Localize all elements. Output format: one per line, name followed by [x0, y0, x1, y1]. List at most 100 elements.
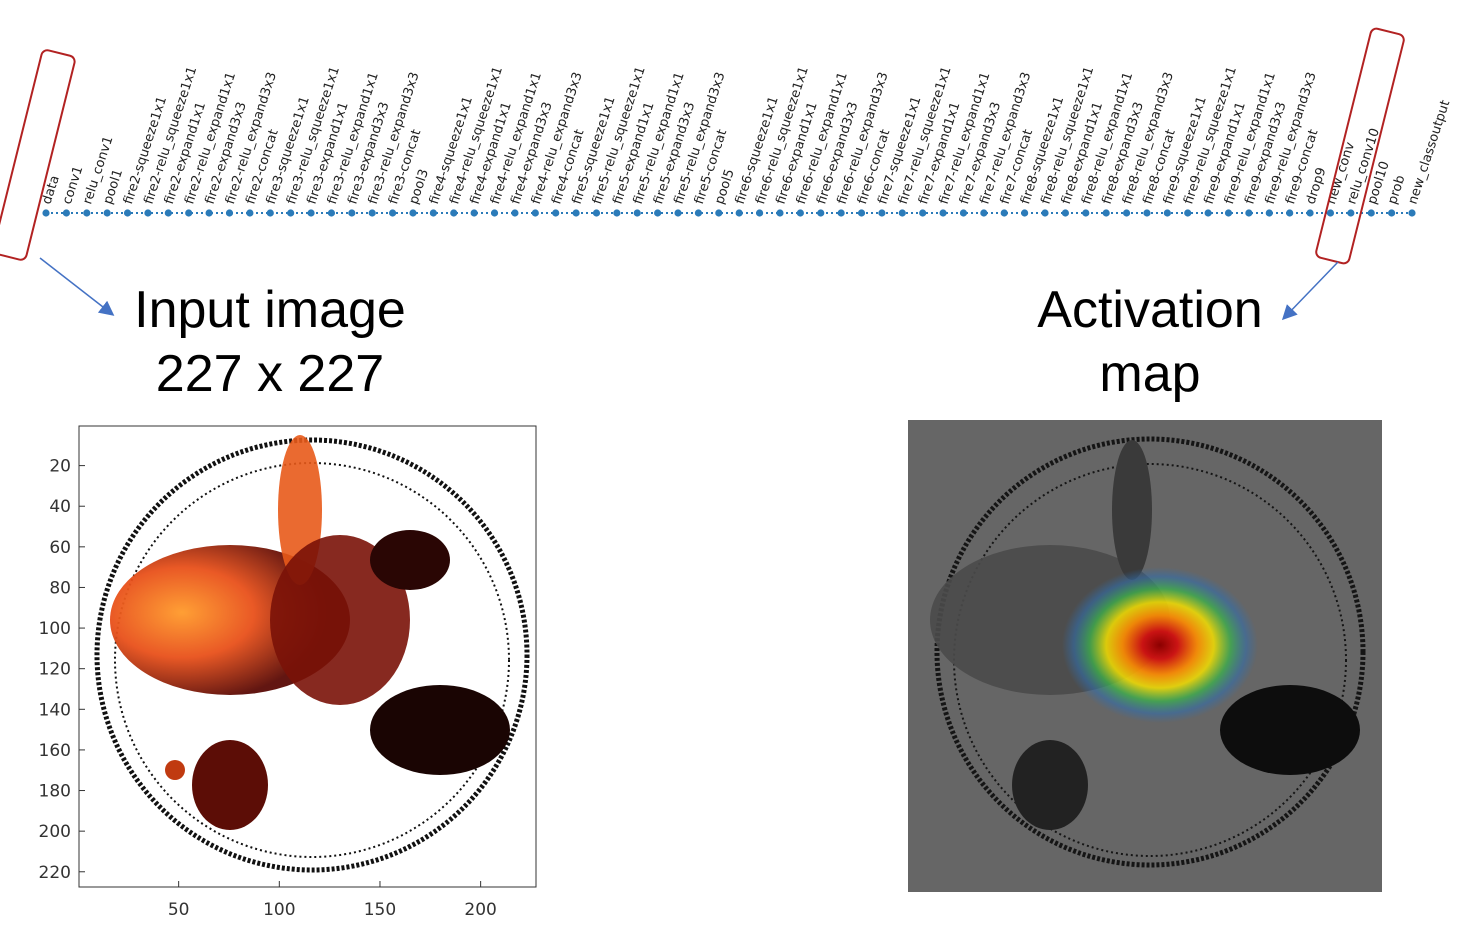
activation-map-label: Activation map: [1000, 278, 1300, 406]
y-tick-label: 20: [49, 457, 71, 477]
y-tick-label: 200: [39, 822, 71, 842]
layer-node: [1286, 209, 1294, 217]
layer-node: [796, 209, 804, 217]
layer-node: [1021, 209, 1029, 217]
layer-node: [368, 209, 376, 217]
layer-node: [755, 209, 764, 217]
layer-node: [1265, 209, 1273, 217]
layer-node: [348, 209, 356, 217]
input-layer-highlight-box: [0, 49, 76, 261]
activation-label-line1: Activation: [1037, 281, 1263, 339]
layer-node: [1163, 209, 1171, 217]
layer-node: [1041, 209, 1049, 217]
layer-node: [613, 209, 621, 217]
layer-node: [654, 209, 662, 217]
layer-node: [450, 209, 458, 217]
layer-node: [592, 209, 601, 217]
layer-node: [144, 209, 152, 217]
layer-node: [980, 209, 988, 217]
activation-label-line2: map: [1099, 345, 1201, 403]
layer-node: [552, 209, 560, 217]
y-tick-label: 140: [39, 700, 71, 720]
layer-node: [1204, 209, 1212, 217]
input-x-axis: 50 100 150 200: [168, 881, 497, 920]
layer-node: [1408, 209, 1416, 217]
layer-node: [959, 209, 968, 217]
output-layer-highlight-box: [1315, 27, 1405, 265]
layer-node: [103, 209, 111, 217]
layer-label: new_classoutput: [1406, 98, 1454, 206]
layer-node: [62, 209, 70, 217]
input-label-line2: 227 x 227: [155, 345, 385, 403]
x-tick-label: 150: [364, 900, 396, 920]
layer-node: [1082, 209, 1090, 217]
layer-node: [1306, 209, 1314, 217]
x-tick-label: 50: [168, 900, 190, 920]
layer-node: [878, 209, 886, 217]
layer-node: [1102, 209, 1110, 217]
y-tick-label: 160: [39, 741, 71, 761]
layer-node: [817, 209, 825, 217]
layer-node: [919, 209, 927, 217]
x-tick-label: 100: [263, 900, 295, 920]
layer-node: [205, 209, 213, 217]
layer-node: [694, 209, 703, 217]
layer-node: [857, 209, 866, 217]
layer-node: [1367, 209, 1375, 217]
input-label-line1: Input image: [134, 281, 406, 339]
layer-node: [225, 209, 234, 217]
y-tick-label: 100: [39, 619, 71, 639]
layer-node: [531, 209, 539, 217]
y-tick-label: 60: [49, 538, 71, 558]
layer-node: [776, 209, 784, 217]
layer-node: [837, 209, 845, 217]
input-image: [94, 435, 530, 873]
layer-node: [123, 209, 132, 217]
layer-node: [429, 209, 437, 217]
x-tick-label: 200: [464, 900, 496, 920]
input-image-label: Input image 227 x 227: [110, 278, 430, 406]
layer-node: [388, 209, 397, 217]
layer-node: [735, 209, 743, 217]
y-tick-label: 40: [49, 497, 71, 517]
activation-arrow: [1281, 261, 1339, 321]
layer-node: [83, 209, 91, 217]
layer-node: [164, 209, 172, 217]
layer-node: [490, 209, 499, 217]
y-tick-label: 120: [39, 660, 71, 680]
layer-node: [185, 209, 193, 217]
activation-map-plot: [908, 420, 1382, 892]
layer-node: [1224, 209, 1233, 217]
layer-node: [1143, 209, 1151, 217]
y-tick-label: 80: [49, 578, 71, 598]
activation-map-image: [930, 436, 1366, 868]
layer-node: [1000, 209, 1008, 217]
layer-node: [42, 209, 50, 217]
layer-node: [939, 209, 947, 217]
layer-node: [409, 209, 417, 217]
layer-node: [287, 209, 295, 217]
layer-node: [1347, 209, 1355, 217]
input-arrow: [39, 257, 115, 316]
layer-node: [1388, 209, 1396, 217]
layer-node: [898, 209, 906, 217]
layer-node: [327, 209, 336, 217]
layer-node: [246, 209, 254, 217]
layer-node: [266, 209, 274, 217]
layer-node: [1122, 209, 1131, 217]
layer-node: [1061, 209, 1070, 217]
layer-node: [674, 209, 682, 217]
layer-node: [633, 209, 641, 217]
layer-node: [1245, 209, 1253, 217]
layer-node: [1184, 209, 1192, 217]
y-tick-label: 220: [39, 863, 71, 883]
activation-heatmap-blob: [1062, 567, 1258, 723]
network-layer-chain: dataconv1relu_conv1pool1fire2-squeeze1x1…: [40, 65, 1454, 217]
layer-node: [1326, 209, 1335, 217]
layer-node: [307, 209, 315, 217]
layer-node: [572, 209, 580, 217]
layer-node: [470, 209, 478, 217]
